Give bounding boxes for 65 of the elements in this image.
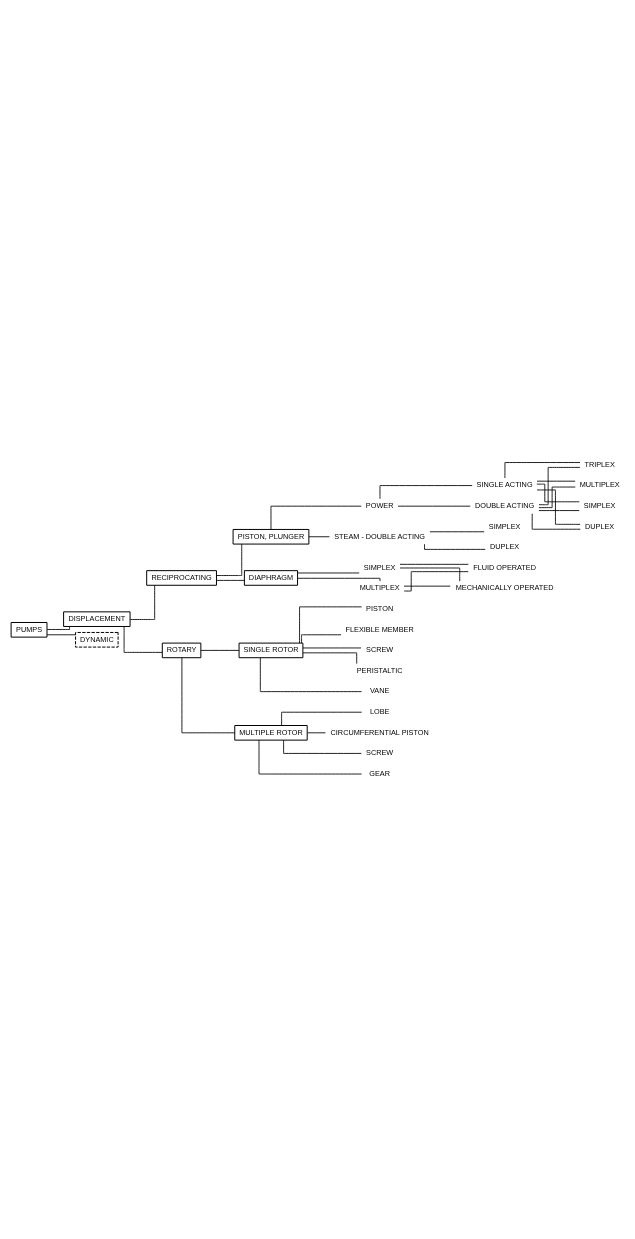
node-text: SINGLE ACTING <box>476 480 533 490</box>
node-text: PISTON <box>366 604 394 614</box>
connector <box>46 634 76 636</box>
connector <box>270 505 362 530</box>
connector <box>536 483 580 503</box>
node-text: FLEXIBLE MEMBER <box>345 624 414 634</box>
node-text: TRIPLEX <box>584 459 615 469</box>
connector <box>200 650 240 651</box>
connector <box>399 567 461 582</box>
connector <box>46 626 71 630</box>
node-text: DUPLEX <box>490 542 520 552</box>
connector <box>297 572 360 574</box>
node-text: DOUBLE ACTING <box>475 501 535 511</box>
connector <box>379 485 473 500</box>
node-text: DUPLEX <box>585 521 615 531</box>
node-box: PISTON, PLUNGER <box>232 528 310 545</box>
node-text: SIMPLEX <box>363 562 396 572</box>
node-box: DIAPHRAGM <box>243 570 299 586</box>
connector <box>536 489 581 525</box>
connector <box>538 486 576 509</box>
node-text: GEAR <box>369 768 390 778</box>
connector <box>302 652 358 665</box>
connector <box>129 584 156 620</box>
node-text: MULTIPLEX <box>579 480 620 490</box>
node-box: SINGLE ROTOR <box>238 642 304 659</box>
node-text: SCREW <box>366 748 394 758</box>
connector <box>283 739 362 754</box>
node-text: CIRCUMFERENTIAL PISTON <box>330 727 429 737</box>
connector <box>281 711 363 726</box>
connector <box>424 543 486 550</box>
connector <box>308 536 330 538</box>
node-text: MECHANICALLY OPERATED <box>455 583 554 593</box>
node-text: SIMPLEX <box>583 501 616 511</box>
node-text: FLUID OPERATED <box>473 562 536 572</box>
node-box: RECIPROCATING <box>146 570 217 586</box>
node-box: ROTARY <box>161 642 202 659</box>
connector <box>123 626 163 653</box>
node-text: POWER <box>365 501 394 511</box>
node-text: SCREW <box>366 645 394 655</box>
node-text: PERISTALTIC <box>356 665 403 675</box>
node-text: SIMPLEX <box>488 521 521 531</box>
connector <box>302 647 362 649</box>
connector <box>538 510 580 511</box>
connector <box>399 563 469 565</box>
connector <box>536 480 576 482</box>
connector <box>403 585 451 587</box>
node-box: DISPLACEMENT <box>63 611 131 627</box>
node-box: MULTIPLE ROTOR <box>234 725 308 741</box>
node-box: DYNAMIC <box>75 631 119 648</box>
node-text: VANE <box>369 686 390 696</box>
connector <box>403 571 469 592</box>
connector <box>307 732 326 734</box>
connector <box>216 579 245 581</box>
node-box: PUMPS <box>10 622 48 638</box>
node-text: MULTIPLEX <box>359 583 400 593</box>
connector <box>301 634 342 644</box>
node-text: LOBE <box>369 707 390 717</box>
connector <box>538 467 581 506</box>
node-text: STEAM - DOUBLE ACTING <box>334 531 426 541</box>
connector <box>299 606 363 644</box>
connector <box>216 543 243 576</box>
connector <box>259 657 362 693</box>
connector <box>181 657 236 734</box>
connector <box>258 739 362 775</box>
connector <box>297 577 381 582</box>
